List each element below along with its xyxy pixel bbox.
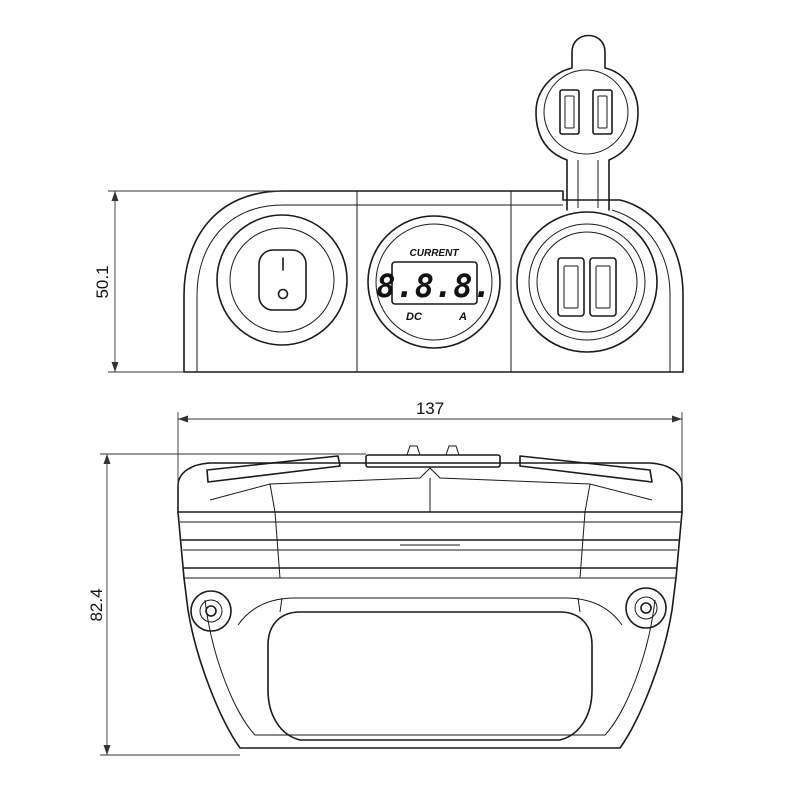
front-housing-outline <box>183 190 684 373</box>
plan-top-face <box>177 462 683 513</box>
usb-socket <box>516 34 658 353</box>
ammeter-display-window <box>391 261 478 305</box>
pad-left <box>206 455 341 483</box>
dimension-height-bottom: 82.4 <box>87 453 366 756</box>
dimension-label-50: 50.1 <box>93 265 112 298</box>
ammeter-title: CURRENT <box>410 248 460 259</box>
usb-cap-strap <box>577 160 599 208</box>
switch-off-icon <box>277 288 289 300</box>
usb-port-left <box>557 257 585 317</box>
usb-cap-outline <box>535 34 639 211</box>
pad-right <box>519 455 653 483</box>
front-view: CURRENT 8.8.8. DC A <box>183 34 684 373</box>
rocker-switch <box>216 214 348 346</box>
front-housing-inner <box>196 204 563 372</box>
pad-tabs <box>406 445 460 456</box>
pad-middle <box>365 454 501 468</box>
dimension-width: 137 <box>177 399 683 486</box>
plan-view <box>177 445 683 749</box>
usb-cap-face <box>543 69 629 155</box>
plan-lower-body <box>183 577 677 749</box>
dimension-label-137: 137 <box>416 399 444 418</box>
rocker-switch-button <box>258 249 307 311</box>
plan-recess <box>267 611 593 741</box>
ammeter-dc-label: DC <box>406 311 423 323</box>
usb-cap-port-left <box>559 89 580 135</box>
dimension-height-top: 50.1 <box>93 190 280 373</box>
dimension-label-82: 82.4 <box>87 588 106 621</box>
usb-cap-port-right <box>592 89 613 135</box>
front-housing-inner-right <box>611 209 671 372</box>
usb-port-right <box>589 257 617 317</box>
ammeter-unit-label: A <box>458 311 467 323</box>
screw-left <box>190 590 232 632</box>
screw-right <box>625 587 667 629</box>
ammeter: CURRENT 8.8.8. DC A <box>367 215 501 349</box>
ammeter-digits: 8.8.8. <box>376 267 492 305</box>
